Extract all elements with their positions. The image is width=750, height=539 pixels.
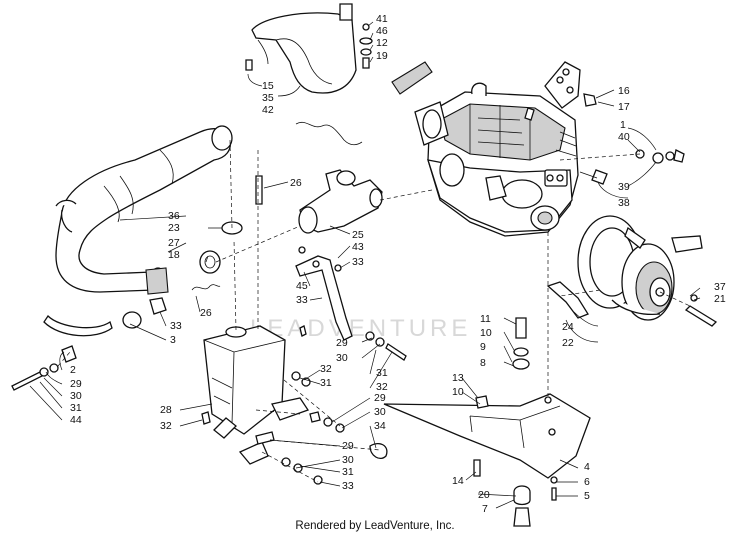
callout-18: 18 [168,249,180,261]
callout-41: 41 [376,13,388,25]
callout-13: 13 [452,372,464,384]
callout-29-d: 29 [342,440,354,452]
callout-39: 39 [618,181,630,193]
callout-45: 45 [296,280,308,292]
heat-shield [251,3,357,94]
callout-23: 23 [168,222,180,234]
exhaust-manifold [298,169,433,234]
exhaust-spring [255,175,263,205]
callout-30-a: 30 [70,390,82,402]
callout-46: 46 [376,25,388,37]
callout-20: 20 [478,489,490,501]
callout-38: 38 [618,197,630,209]
bolt-stack-left [11,351,71,391]
callout-15: 15 [262,80,274,92]
callout-10-a: 10 [480,327,492,339]
callout-36: 36 [168,210,180,222]
watermark: LEADVENTURE [250,315,471,342]
callout-28: 28 [160,404,172,416]
callout-32-b: 32 [376,381,388,393]
exhaust-pipe [55,125,233,295]
muffler-hardware [201,325,407,485]
exhaust-spring-lower [191,284,221,291]
callout-6: 6 [584,476,590,488]
callout-10-b: 10 [452,386,464,398]
callout-33-c: 33 [170,320,182,332]
callout-34: 34 [374,420,386,432]
callout-33-d: 33 [342,480,354,492]
callout-40: 40 [618,131,630,143]
callout-1: 1 [620,119,626,131]
callout-31-c: 31 [376,367,388,379]
callout-25: 25 [352,229,364,241]
callout-22: 22 [562,337,574,349]
engine-bolt-set [559,149,685,185]
callout-5: 5 [584,490,590,502]
callout-30-d: 30 [342,454,354,466]
callout-19: 19 [376,50,388,62]
callout-14: 14 [452,475,464,487]
leader-lines [29,21,701,509]
callout-30-c: 30 [374,406,386,418]
callout-33-b: 33 [296,294,308,306]
callout-33-a: 33 [352,256,364,268]
callout-24: 24 [562,321,574,333]
seal-ring [199,250,221,274]
callout-17: 17 [618,101,630,113]
callout-32-c: 32 [160,420,172,432]
callout-31-d: 31 [342,466,354,478]
callout-11: 11 [480,313,491,325]
callout-27: 27 [168,237,180,249]
footer-credit: Rendered by LeadVenture, Inc. [295,520,455,532]
callout-9: 9 [480,341,486,353]
callout-7: 7 [482,503,488,515]
callout-2: 2 [70,364,76,376]
drive-clutch [546,215,718,327]
callout-12: 12 [376,37,388,49]
shield-hardware [245,23,373,71]
spring [295,121,363,146]
part-number-labels: 41 46 12 19 15 35 42 16 17 1 40 39 38 26… [70,13,726,515]
callout-44: 44 [70,414,82,426]
callout-8: 8 [480,357,486,369]
hanger-bracket [43,297,167,363]
callout-3: 3 [170,334,176,346]
callout-31-b: 31 [320,377,332,389]
engine-mount-bracket [391,61,597,109]
callout-42: 42 [262,104,274,116]
callout-29-c: 29 [374,392,386,404]
exhaust-support-bracket [295,246,353,341]
callout-4: 4 [584,461,590,473]
grommet [221,221,243,235]
callout-16: 16 [618,85,630,97]
callout-26-upper: 26 [290,177,302,189]
callout-21: 21 [714,293,726,305]
callout-29-b: 29 [336,337,348,349]
callout-30-b: 30 [336,352,348,364]
engine-assembly [414,82,579,237]
callout-29-a: 29 [70,378,82,390]
muffler [203,325,310,439]
callout-37: 37 [714,281,726,293]
engine-mount-plate [383,317,591,527]
callout-35: 35 [262,92,274,104]
callout-43: 43 [352,241,364,253]
callout-26-lower: 26 [200,307,212,319]
callout-31-a: 31 [70,402,82,414]
callout-32-a: 32 [320,363,332,375]
